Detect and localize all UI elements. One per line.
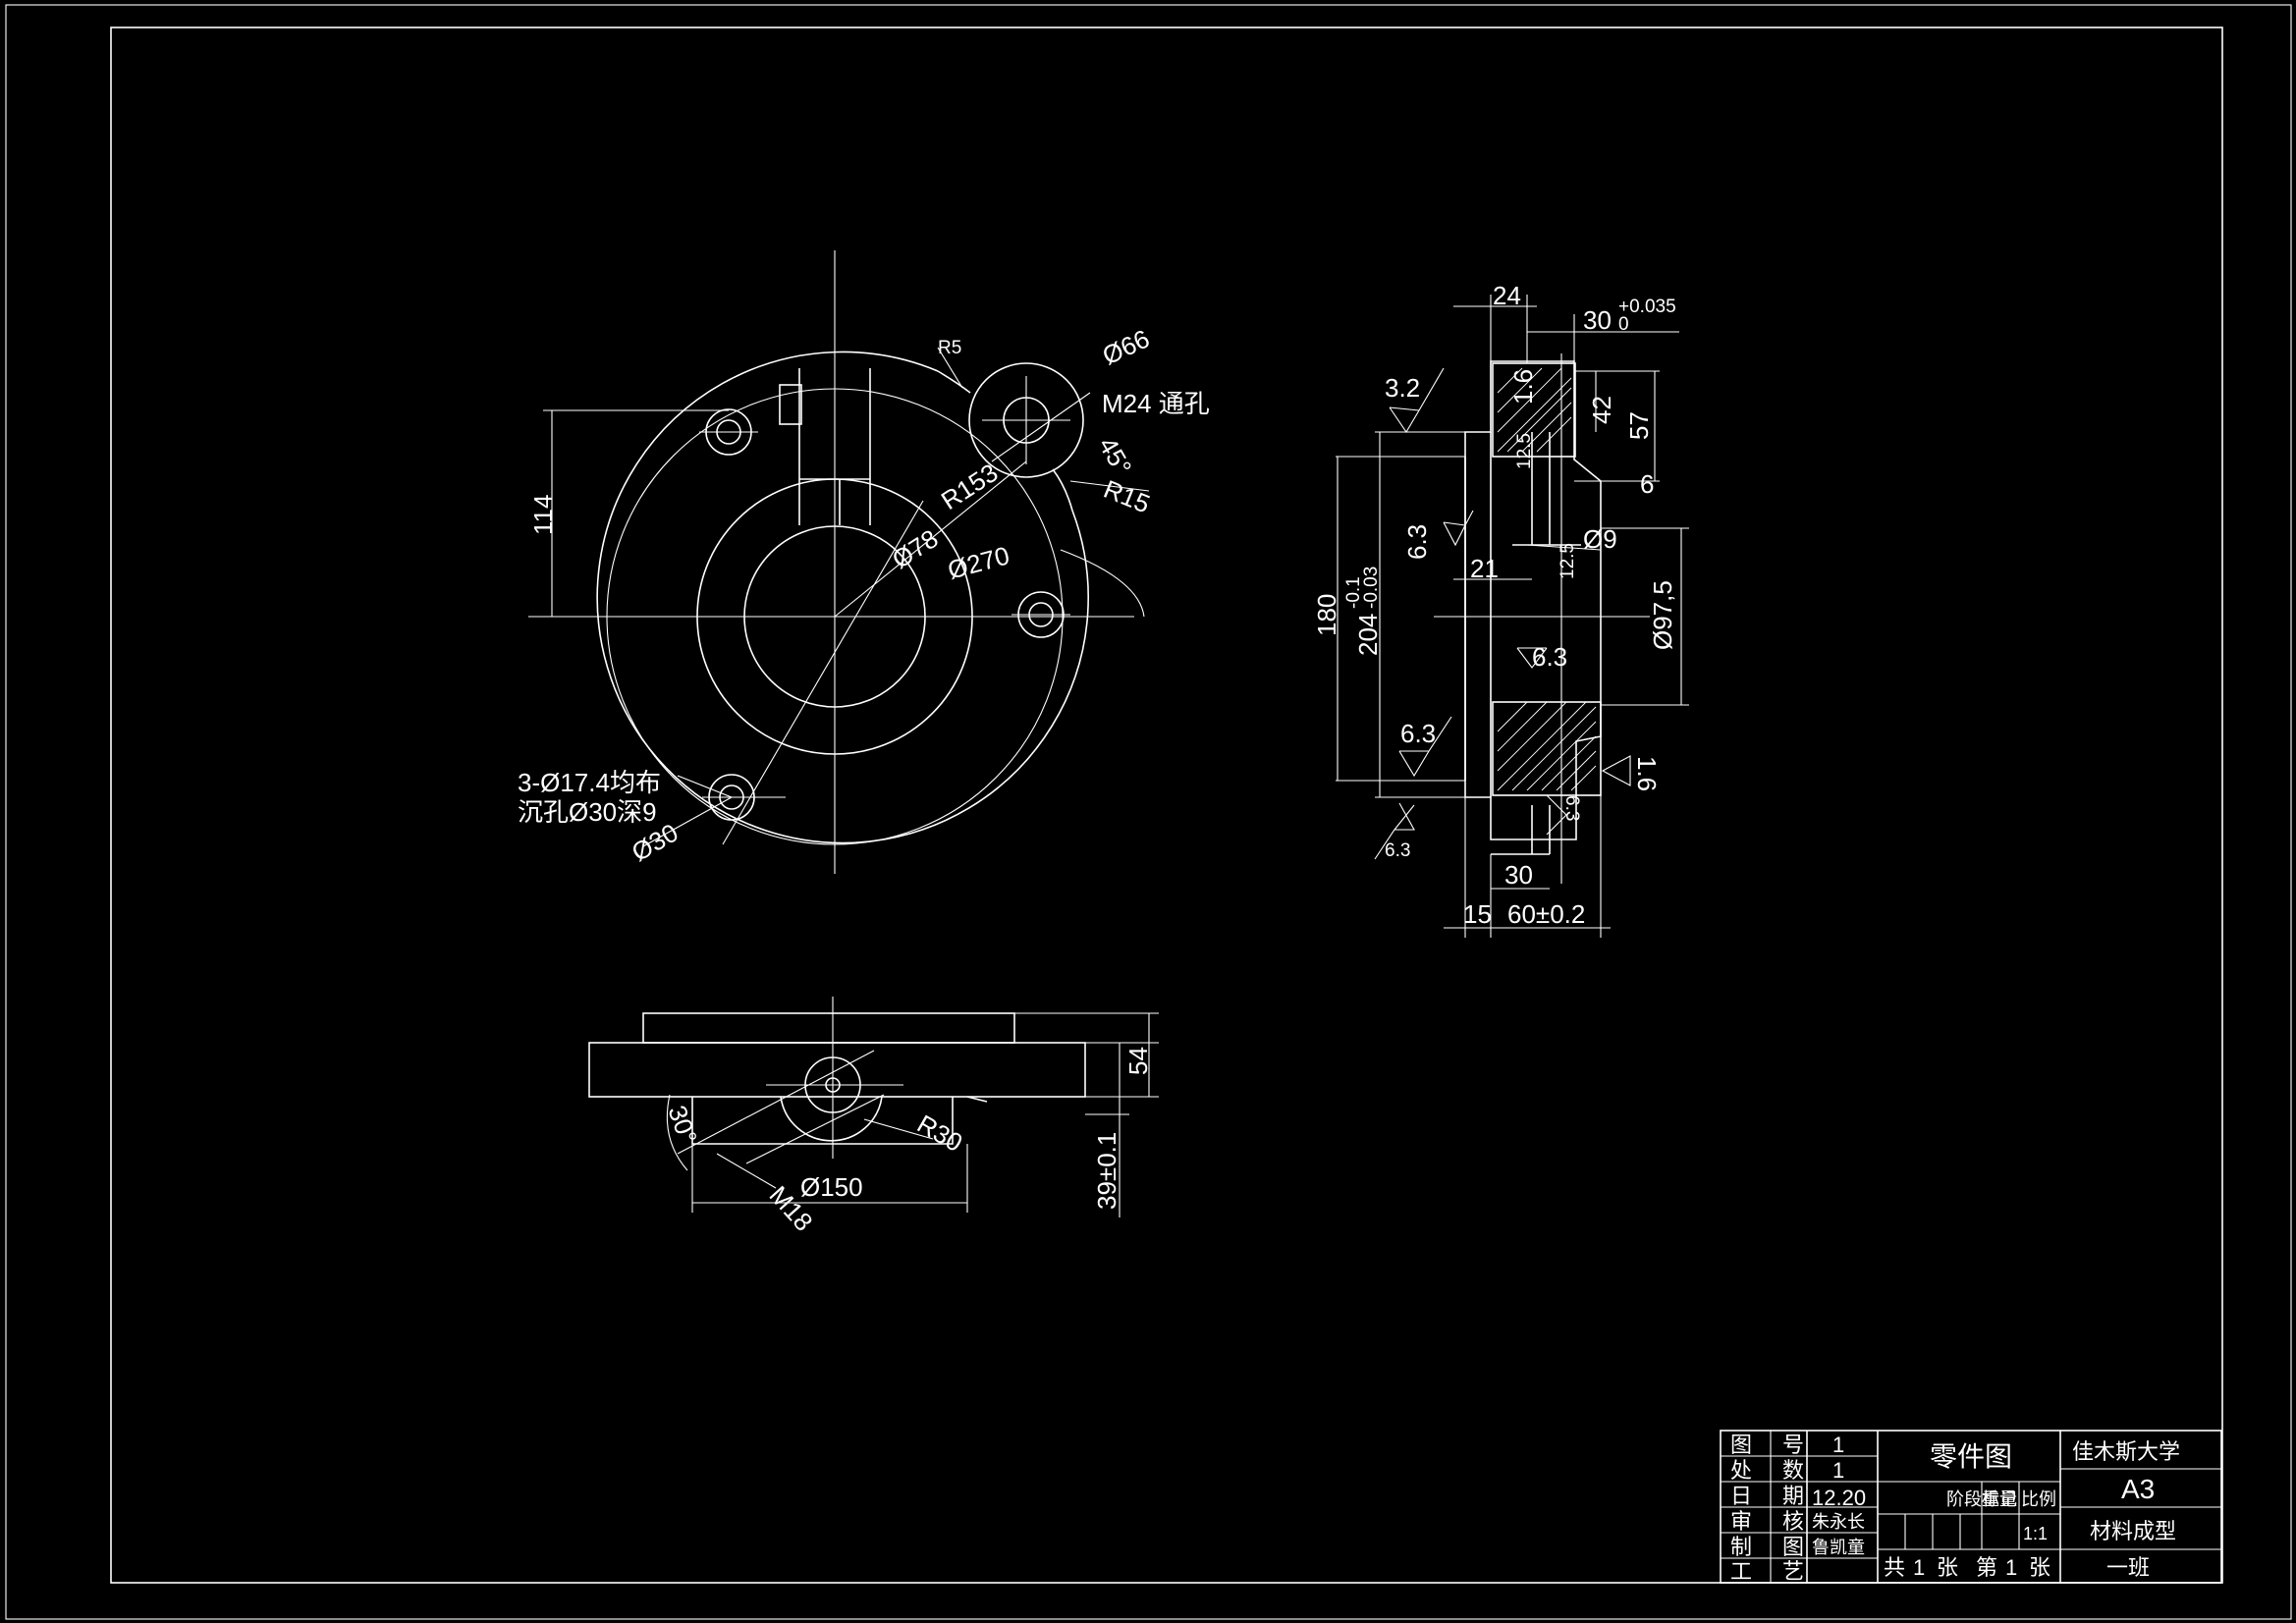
tb-label-5b: 图	[1782, 1535, 1804, 1559]
w30-label: 30	[1583, 305, 1612, 335]
top-view: R5 Ø66 M24 通孔 45° R153 R15 Ø78 Ø270 114 …	[518, 250, 1210, 874]
tb-total-unit: 张	[1937, 1555, 1958, 1580]
tb-total-pre: 共	[1884, 1555, 1905, 1580]
tb-label-3b: 期	[1782, 1484, 1804, 1508]
rough16b-label: 1.6	[1632, 756, 1662, 791]
h114-label: 114	[528, 495, 558, 535]
tb-label-6b: 艺	[1782, 1559, 1804, 1584]
front-view: 54 39±0.1 30° R30 M18 Ø150	[588, 997, 1159, 1237]
holes-label: 3-Ø17.4均布	[518, 768, 661, 797]
tb-scale-value: 1:1	[2023, 1524, 2048, 1543]
tb-value-3: 12.20	[1812, 1486, 1866, 1510]
w21-label: 21	[1470, 554, 1499, 583]
r5-label: R5	[938, 338, 961, 358]
d150-label: Ø150	[800, 1172, 863, 1202]
h6-label: 6	[1640, 469, 1654, 499]
tol204-lower-label: -0.03	[1361, 567, 1382, 609]
tb-paper-size: A3	[2121, 1474, 2155, 1504]
h54-label: 54	[1123, 1047, 1153, 1075]
h204-label: 204	[1353, 614, 1383, 656]
rough32-label: 3.2	[1385, 373, 1420, 403]
rough63d-label: 6.3	[1561, 795, 1582, 821]
sheet-border	[5, 4, 2292, 1620]
tb-sheetno-unit: 张	[2029, 1555, 2050, 1580]
tb-sheetno-pre: 第	[1976, 1555, 1997, 1580]
tol-lower-label: 0	[1618, 314, 1629, 335]
tb-label-1a: 图	[1730, 1433, 1752, 1457]
tol-upper-label: +0.035	[1618, 297, 1676, 317]
h57-label: 57	[1624, 411, 1654, 440]
rough63b-label: 6.3	[1532, 642, 1567, 672]
tb-stage-label: 阶段标记	[1946, 1489, 2017, 1509]
tb-weight-label: 重量	[1982, 1489, 2017, 1509]
tb-part-name: 零件图	[1930, 1441, 2012, 1472]
tb-value-4: 朱永长	[1812, 1512, 1865, 1532]
tb-value-5: 鲁凯童	[1812, 1538, 1865, 1557]
dim125b-label: 12.5	[1558, 543, 1578, 579]
m24-label: M24 通孔	[1102, 389, 1210, 418]
rough16a-label: 1.6	[1508, 369, 1538, 405]
tb-label-3a: 日	[1730, 1484, 1752, 1508]
w15-label: 15	[1463, 899, 1492, 929]
h39-label: 39±0.1	[1092, 1132, 1121, 1210]
d975-label: Ø97,5	[1648, 580, 1677, 650]
dim125a-label: 12.5	[1514, 433, 1535, 469]
rough63a-label: 6.3	[1402, 524, 1432, 560]
h180-label: 180	[1312, 594, 1341, 636]
rough63c-label: 6.3	[1400, 719, 1436, 748]
tb-scale-label: 比例	[2021, 1489, 2056, 1509]
tb-label-4b: 核	[1782, 1509, 1804, 1534]
rough63e-label: 6.3	[1385, 840, 1410, 861]
tb-school: 佳木斯大学	[2072, 1439, 2180, 1464]
tb-label-2a: 处	[1730, 1458, 1752, 1483]
section-view: 24 30 +0.035 0 3.2 1.6 12.5 42 57 6 Ø9 1…	[1312, 281, 1689, 938]
tb-value-2: 1	[1832, 1458, 1844, 1483]
title-block: 图 号 1 处 数 1 日 期 12.20 审 核 朱永长 制 图 鲁凯童 工 …	[1720, 1430, 2222, 1584]
w60-label: 60±0.2	[1507, 899, 1585, 929]
tb-sheetno-value: 1	[2005, 1555, 2017, 1580]
w30b-label: 30	[1504, 860, 1533, 890]
tb-class: 一班	[2106, 1555, 2150, 1580]
counterbore-label: 沉孔Ø30深9	[518, 797, 657, 827]
tb-label-2b: 数	[1782, 1458, 1804, 1483]
tb-label-4a: 审	[1730, 1509, 1752, 1534]
tb-label-5a: 制	[1730, 1535, 1752, 1559]
w24-label: 24	[1493, 281, 1521, 310]
tb-value-1: 1	[1832, 1433, 1844, 1457]
tol204-upper-label: -0.1	[1343, 576, 1364, 609]
tb-total-value: 1	[1913, 1555, 1925, 1580]
tb-dept: 材料成型	[2090, 1519, 2176, 1543]
h42-label: 42	[1587, 396, 1616, 424]
d9-label: Ø9	[1583, 524, 1617, 554]
tb-label-6a: 工	[1730, 1559, 1752, 1584]
tb-label-1b: 号	[1782, 1433, 1804, 1457]
